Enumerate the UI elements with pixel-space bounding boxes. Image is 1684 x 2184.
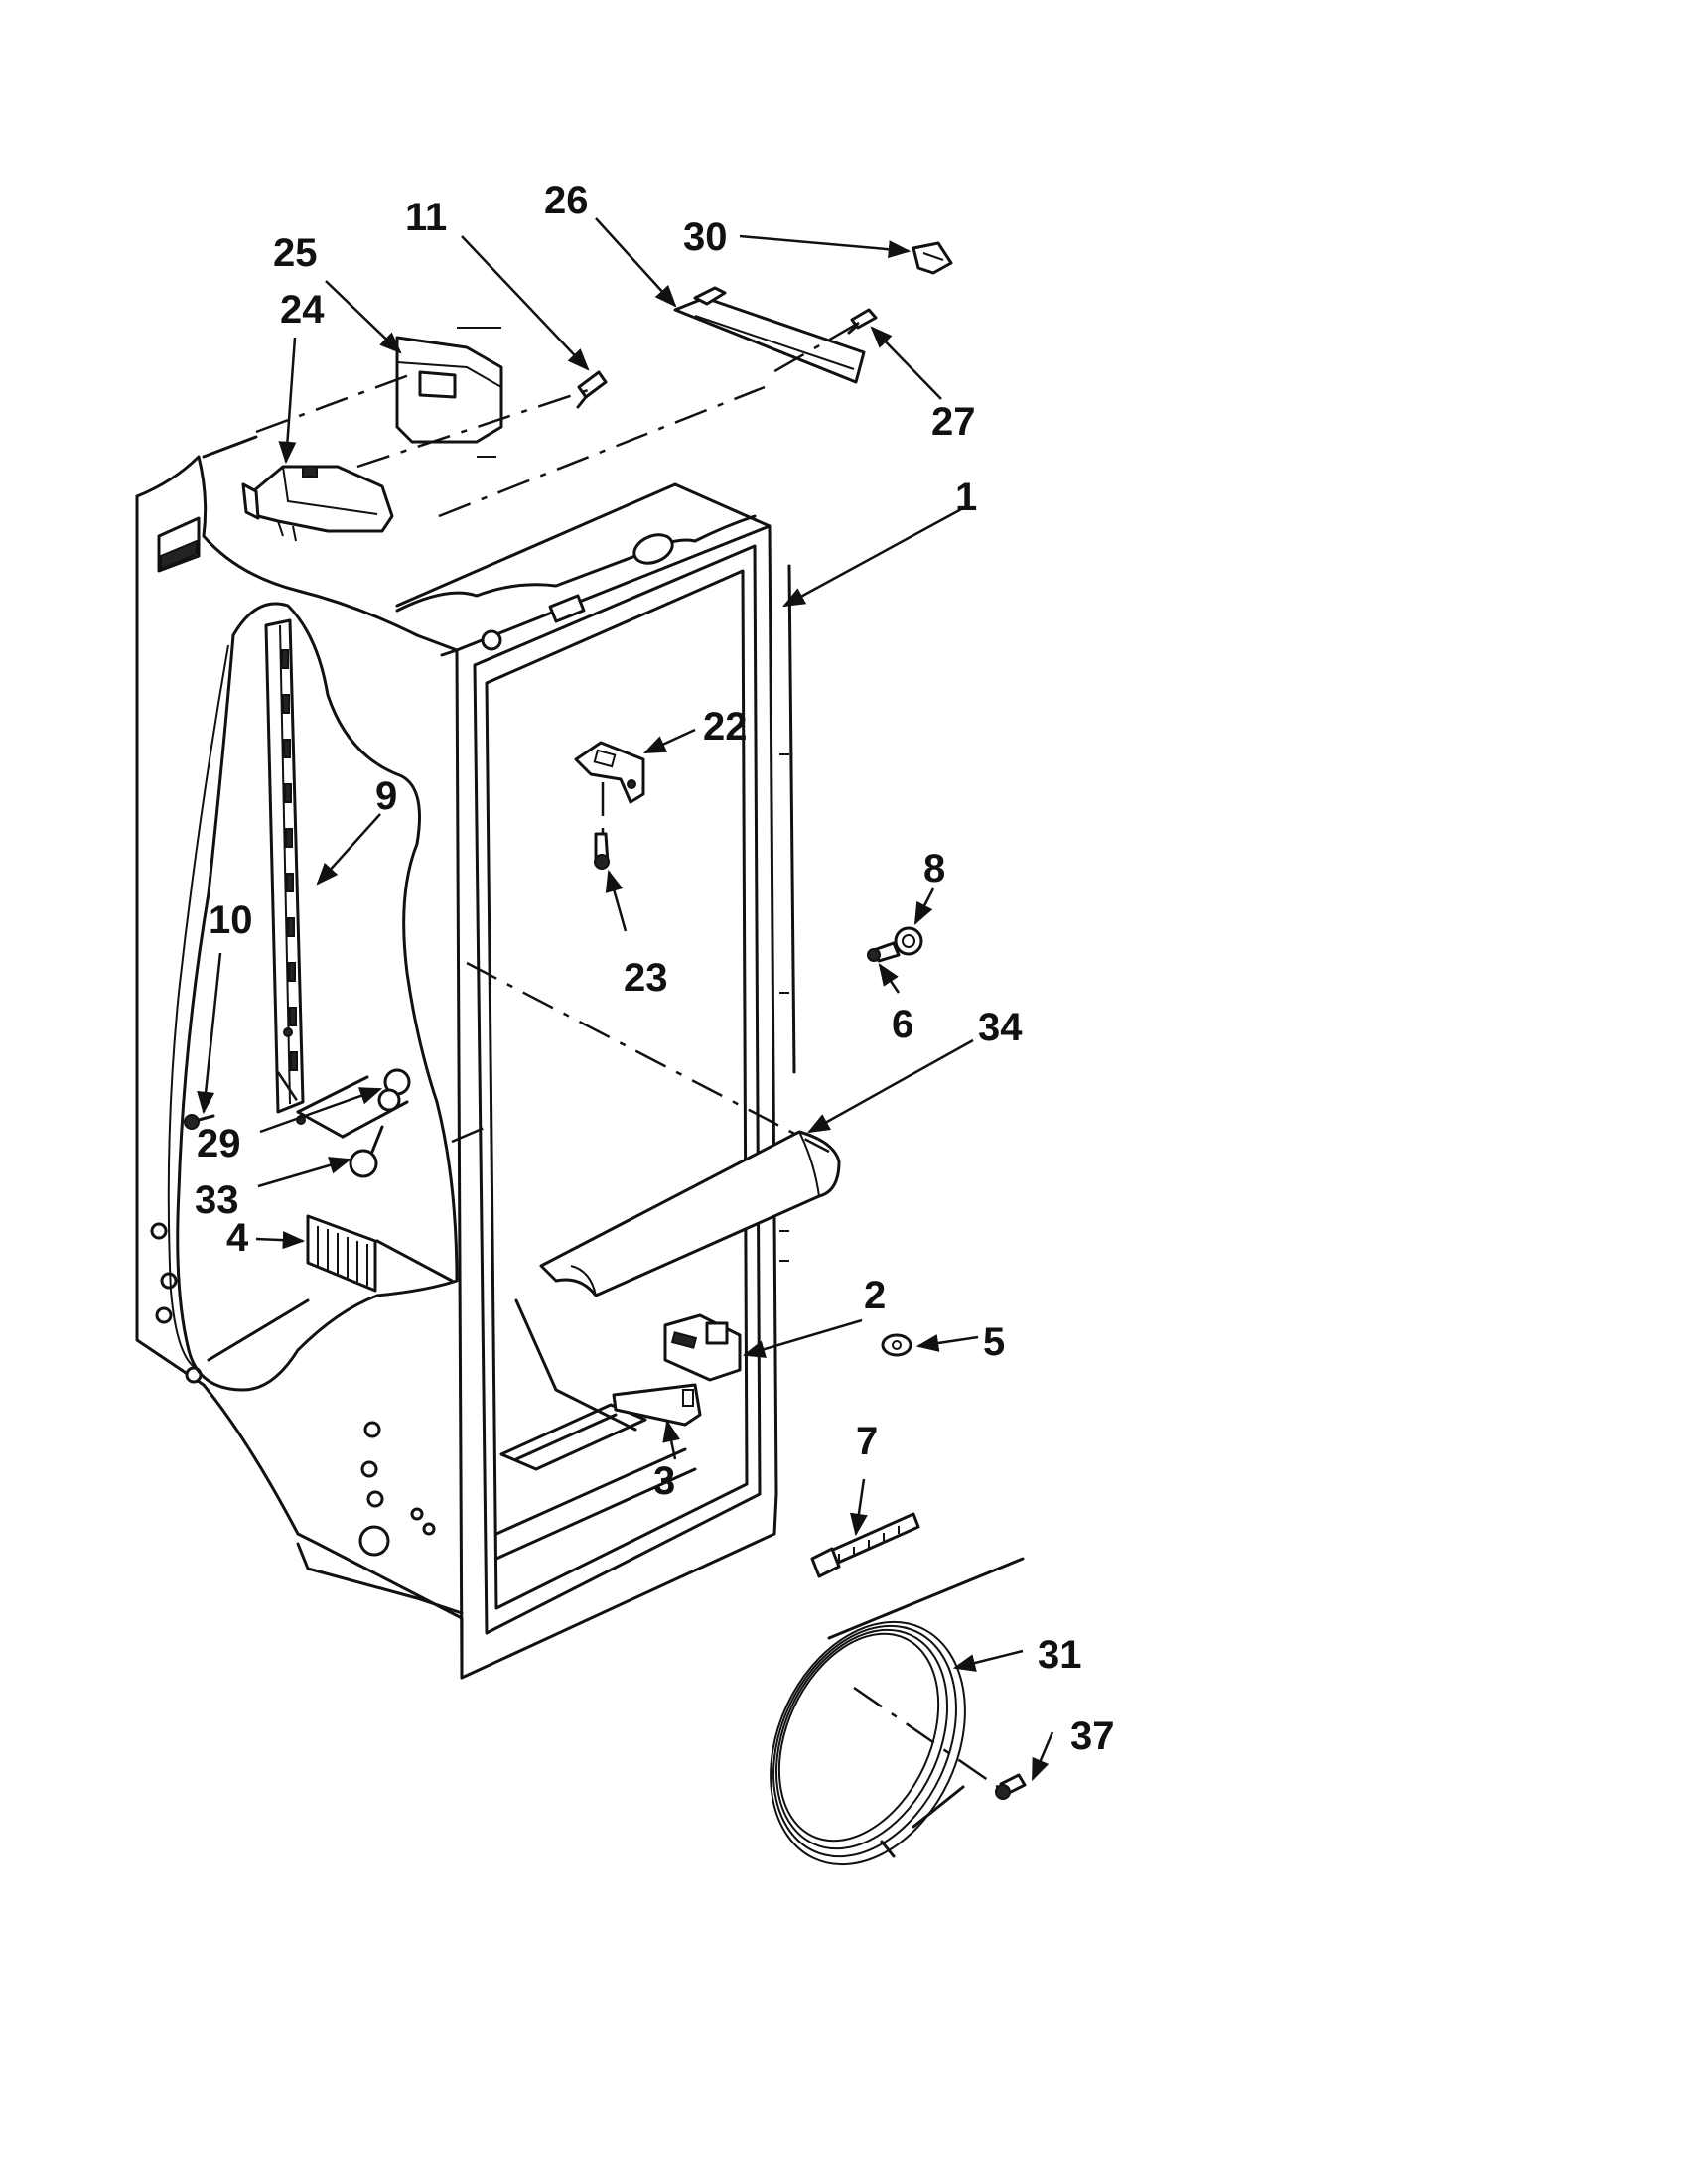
callout-29: 29 xyxy=(197,1122,241,1165)
callout-24: 24 xyxy=(280,288,325,332)
callout-34: 34 xyxy=(978,1006,1023,1049)
callout-5: 5 xyxy=(983,1320,1005,1364)
callout-23: 23 xyxy=(624,956,668,1000)
callout-25: 25 xyxy=(273,231,318,275)
clip-30 xyxy=(912,241,953,275)
callout-1: 1 xyxy=(955,476,977,519)
callout-26: 26 xyxy=(544,179,589,222)
callout-7: 7 xyxy=(856,1420,878,1463)
screw-10 xyxy=(184,1114,215,1130)
callout-10: 10 xyxy=(209,898,253,942)
air-vent-grille xyxy=(306,1214,377,1293)
control-bracket xyxy=(395,327,503,458)
screw-11 xyxy=(576,370,608,409)
assembly-lines xyxy=(255,321,999,1789)
control-housing xyxy=(241,465,394,542)
callout-6: 6 xyxy=(892,1003,913,1046)
screw-23 xyxy=(594,832,610,870)
cable-tie xyxy=(810,1512,920,1578)
callout-labels: 1 2 3 4 5 6 7 8 9 10 11 22 23 24 25 26 2… xyxy=(195,179,1115,1758)
callout-9: 9 xyxy=(375,774,397,818)
leader-lines xyxy=(197,217,1054,1782)
screw-37 xyxy=(995,1773,1027,1800)
callout-8: 8 xyxy=(923,847,945,890)
light-bulb xyxy=(349,1125,384,1178)
bracket-22 xyxy=(574,741,645,804)
lamp-socket xyxy=(296,1068,411,1139)
bracket-3 xyxy=(612,1383,702,1427)
callout-33: 33 xyxy=(195,1178,239,1222)
callout-3: 3 xyxy=(653,1459,675,1503)
callout-11: 11 xyxy=(405,196,447,239)
callout-30: 30 xyxy=(683,215,728,259)
callout-37: 37 xyxy=(1070,1714,1115,1758)
shelf-ladder-rail xyxy=(264,618,305,1114)
wire-coil xyxy=(770,1557,1025,1866)
nut-5 xyxy=(881,1333,912,1357)
screw-6 xyxy=(867,941,901,963)
grommet-8 xyxy=(894,926,923,956)
duct-cover xyxy=(539,1130,841,1297)
bracket-2 xyxy=(663,1313,742,1382)
callout-2: 2 xyxy=(864,1274,886,1317)
cabinet-shell xyxy=(135,435,796,1680)
callout-4: 4 xyxy=(226,1216,249,1260)
callout-27: 27 xyxy=(931,400,976,444)
callout-22: 22 xyxy=(703,705,748,749)
callout-31: 31 xyxy=(1038,1633,1082,1677)
